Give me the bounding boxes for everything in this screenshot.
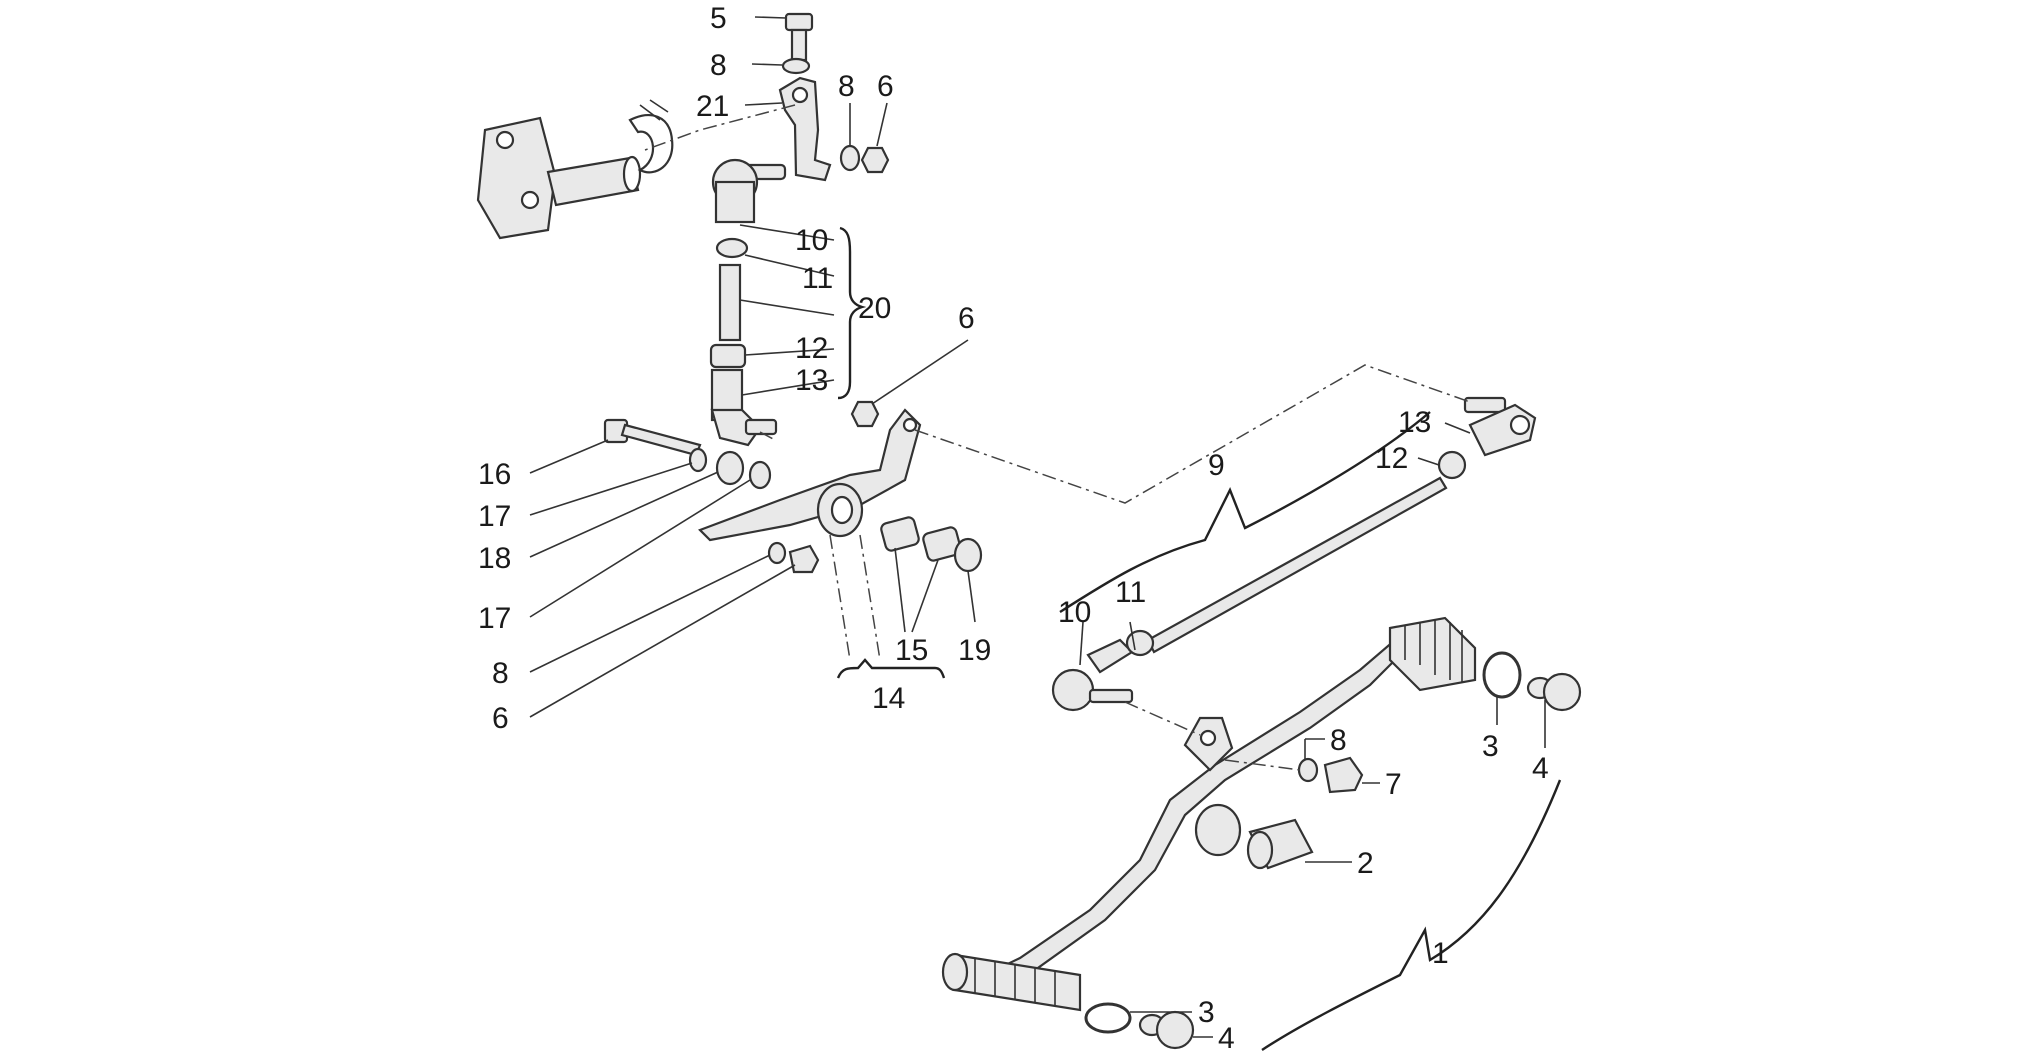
brace-14 bbox=[836, 658, 946, 679]
callout-17: 17 bbox=[478, 500, 511, 533]
callout-8: 8 bbox=[710, 49, 727, 82]
washer-8-low bbox=[767, 541, 787, 565]
brace-20 bbox=[837, 226, 867, 400]
shift-shaft-assembly bbox=[476, 99, 674, 240]
spacer-11-lower bbox=[1125, 629, 1155, 657]
callout-6: 6 bbox=[492, 702, 509, 735]
bushing-2 bbox=[1246, 818, 1314, 870]
spacer-12-right bbox=[1437, 450, 1467, 480]
footpeg-rubber-lower bbox=[941, 952, 1082, 1012]
bracket-21 bbox=[778, 76, 832, 182]
callout-2: 2 bbox=[1357, 847, 1374, 880]
callout-11: 11 bbox=[1115, 576, 1146, 609]
bushing-18 bbox=[715, 450, 745, 486]
circlip-3-upper bbox=[1482, 651, 1522, 699]
washer-19 bbox=[953, 537, 983, 573]
callout-1: 1 bbox=[1432, 937, 1449, 970]
callout-4: 4 bbox=[1218, 1022, 1235, 1053]
callout-20: 20 bbox=[858, 292, 891, 325]
callout-8: 8 bbox=[492, 657, 509, 690]
ball-joint-13-lower bbox=[710, 368, 778, 447]
bolt-5 bbox=[784, 12, 814, 62]
cap-4-lower bbox=[1138, 1010, 1195, 1050]
callout-19: 19 bbox=[958, 634, 991, 667]
cap-7 bbox=[1323, 756, 1364, 794]
callout-8: 8 bbox=[838, 70, 855, 103]
callout-18: 18 bbox=[478, 542, 511, 575]
callout-14: 14 bbox=[872, 682, 905, 715]
washer-8-lever bbox=[1297, 757, 1319, 783]
gear-lever-1 bbox=[983, 623, 1427, 992]
callout-8: 8 bbox=[1330, 724, 1347, 757]
brace-1 bbox=[1261, 779, 1562, 1052]
callout-10: 10 bbox=[795, 224, 828, 257]
callout-6: 6 bbox=[958, 302, 975, 335]
callout-16: 16 bbox=[478, 458, 511, 491]
callout-3: 3 bbox=[1198, 996, 1215, 1029]
callout-12: 12 bbox=[795, 332, 828, 365]
nut-6-mid bbox=[850, 400, 880, 428]
callout-13: 13 bbox=[1398, 406, 1431, 439]
callout-4: 4 bbox=[1532, 752, 1549, 785]
vertical-rod bbox=[718, 263, 742, 342]
callout-labels: 5 8 21 8 6 10 11 20 12 13 6 16 17 18 17 … bbox=[478, 2, 1549, 1053]
spacer-11-top bbox=[715, 237, 749, 259]
spacer-12-vertical bbox=[709, 343, 747, 369]
leader-lines bbox=[529, 16, 1546, 1038]
washer-8-right bbox=[839, 144, 861, 172]
assembly-lines bbox=[644, 104, 1471, 771]
bushings-15 bbox=[880, 516, 962, 562]
footpeg-rubber-upper bbox=[1388, 616, 1477, 692]
callout-21: 21 bbox=[696, 90, 729, 123]
callout-13: 13 bbox=[795, 364, 828, 397]
ball-joint-10-lower bbox=[1051, 638, 1134, 712]
callout-11: 11 bbox=[802, 262, 833, 295]
callout-7: 7 bbox=[1385, 768, 1402, 801]
nut-6-low bbox=[788, 544, 820, 574]
bolt-16 bbox=[603, 418, 702, 457]
callout-15: 15 bbox=[895, 634, 928, 667]
callout-10: 10 bbox=[1058, 596, 1091, 629]
callout-5: 5 bbox=[710, 2, 727, 35]
callout-9: 9 bbox=[1208, 449, 1225, 482]
ball-joint-top bbox=[711, 158, 787, 224]
washer-8-top bbox=[781, 57, 811, 75]
ball-joint-13-right bbox=[1463, 396, 1537, 457]
nut-6-top bbox=[860, 146, 890, 174]
callout-6: 6 bbox=[877, 70, 894, 103]
cap-4-upper bbox=[1526, 672, 1582, 712]
callout-12: 12 bbox=[1375, 442, 1408, 475]
brace-9 bbox=[1059, 411, 1431, 614]
washer-17-b bbox=[748, 460, 772, 490]
circlip-3-lower bbox=[1084, 1002, 1132, 1034]
callout-17: 17 bbox=[478, 602, 511, 635]
callout-3: 3 bbox=[1482, 730, 1499, 763]
lever-14 bbox=[698, 408, 922, 542]
washer-17-a bbox=[688, 447, 708, 473]
